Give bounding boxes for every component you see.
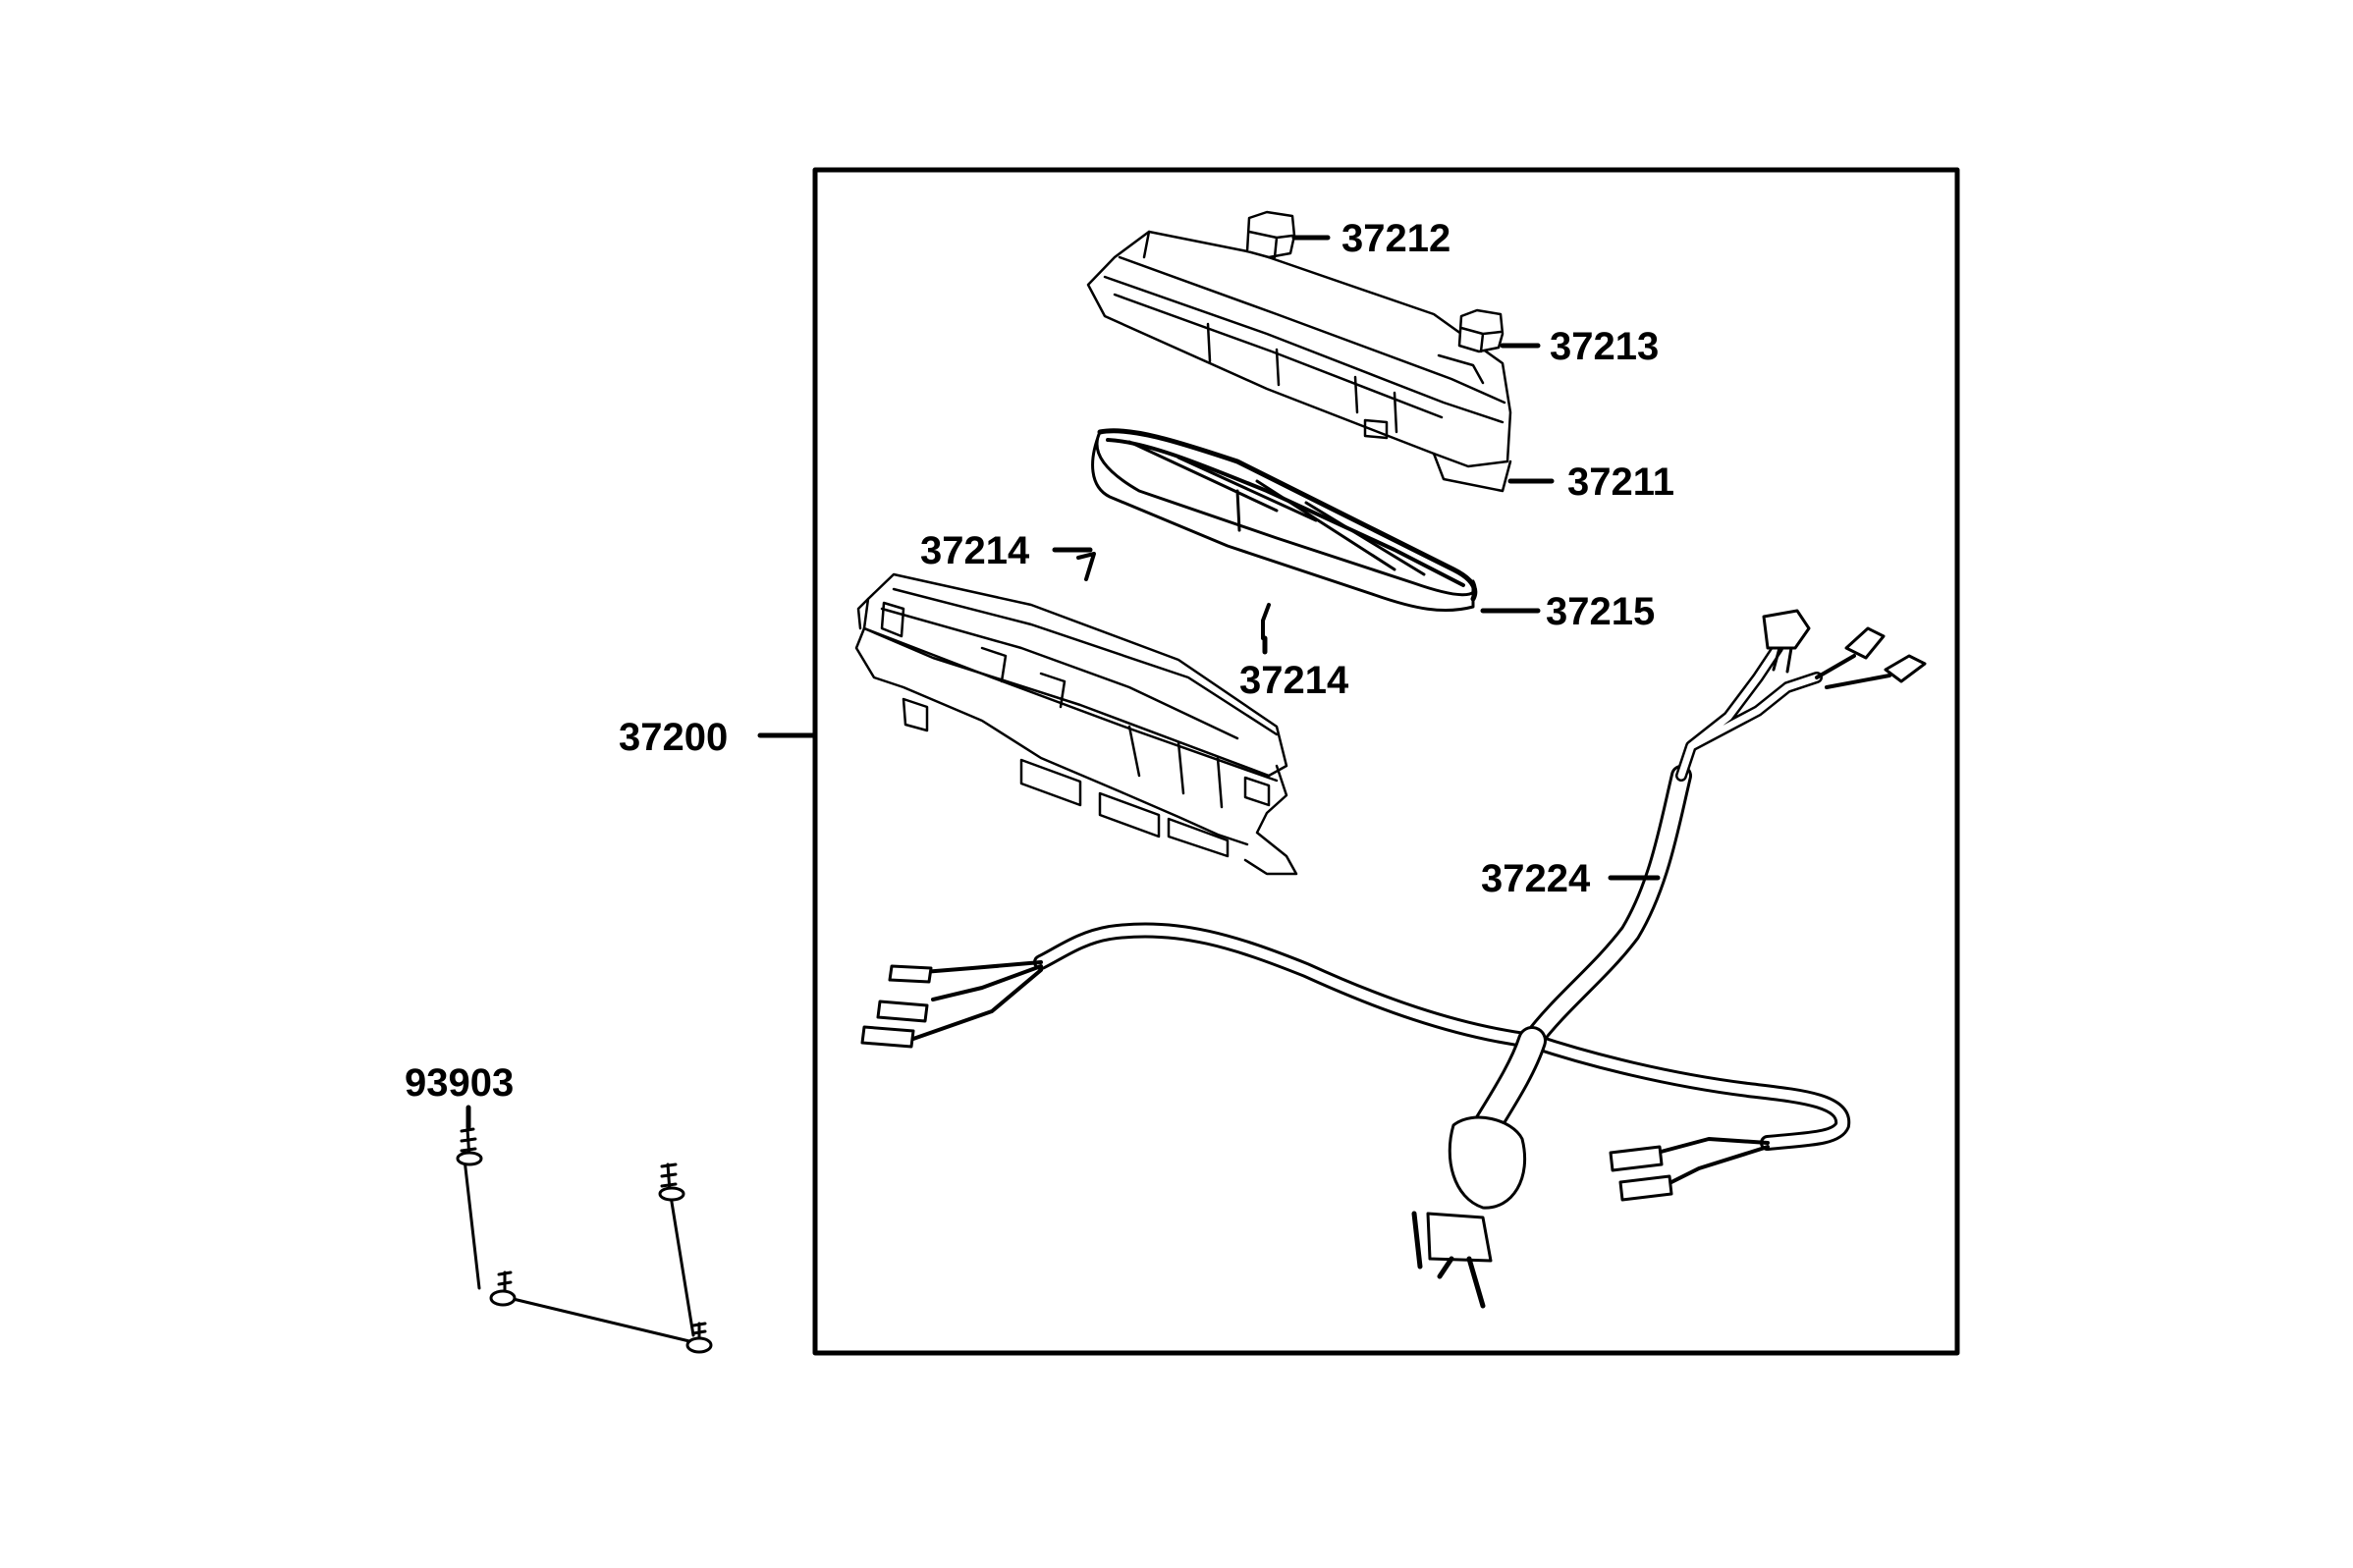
label-37224: 37224 xyxy=(1481,857,1591,900)
label-37213: 37213 xyxy=(1550,325,1659,368)
screw-set-drawing xyxy=(456,1127,713,1354)
label-37200: 37200 xyxy=(619,716,728,759)
leader-lines xyxy=(465,235,1661,1130)
meter-cover-drawing xyxy=(1086,230,1512,493)
clip-37214-upper-drawing xyxy=(1076,552,1096,581)
assembly-frame xyxy=(812,167,1960,1356)
meter-housing-drawing xyxy=(854,572,1298,876)
label-37215: 37215 xyxy=(1546,590,1655,633)
label-37214-upper: 37214 xyxy=(920,529,1030,572)
label-93903: 93903 xyxy=(405,1061,514,1105)
label-37212: 37212 xyxy=(1341,217,1450,260)
button-37212-drawing xyxy=(1245,210,1296,259)
label-37211: 37211 xyxy=(1567,460,1674,504)
lens-gasket-drawing xyxy=(1091,428,1478,613)
button-37213-drawing xyxy=(1457,308,1505,353)
label-37214-lower: 37214 xyxy=(1239,659,1349,702)
wire-harness-drawing xyxy=(860,609,1927,1309)
clip-37214-lower-drawing xyxy=(1261,603,1271,640)
